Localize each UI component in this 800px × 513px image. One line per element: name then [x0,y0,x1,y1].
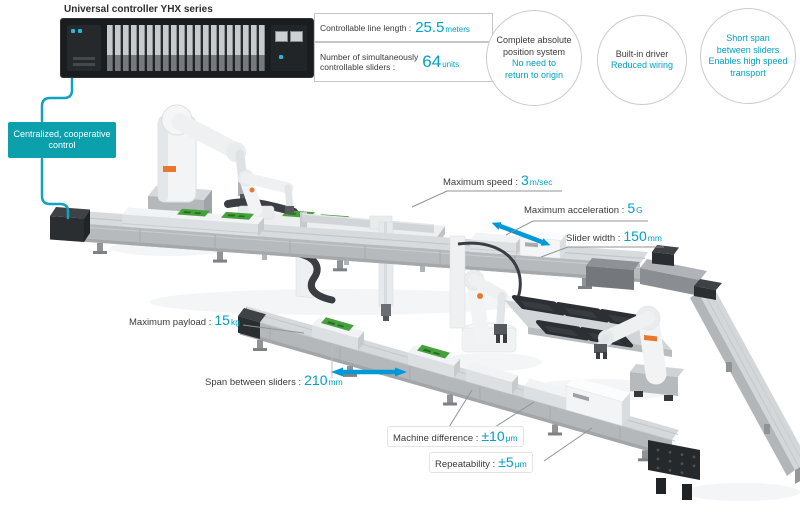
feature-text: Enables high speed [708,56,788,66]
annotation-value: 5 [627,200,636,216]
feature-circle-absolute-position: Complete absolute position system No nee… [486,10,582,106]
annotation-slider-width: Slider width : 150 mm [566,228,662,244]
spec-label-line1: Number of simultaneously [320,52,419,62]
annotation-unit: mm [328,377,343,387]
annotation-unit: mm [647,233,662,243]
spec-box-line-length: Controllable line length : 25.5 meters [314,13,493,42]
annotation-value: 15 [214,312,230,328]
annotation-span-between-sliders: Span between sliders : 210 mm [205,372,343,388]
annotation-repeatability: Repeatability : ±5 μm [429,452,533,473]
annotation-value: ±5 [498,454,514,470]
annotation-max-acceleration: Maximum acceleration : 5 G [524,200,643,216]
annotation-label: Span between sliders : [205,377,302,388]
feature-text: between sliders [716,44,780,55]
spec-label: Controllable line length : [320,22,412,33]
annotation-label: Machine difference : [393,433,479,444]
articulated-robot-small [237,169,294,220]
controller-image [60,18,314,78]
ethernet-port [290,31,303,42]
spec-value: 25.5 [415,19,445,36]
annotation-value: 210 [304,372,328,388]
status-led [279,55,283,59]
corner-bracket [648,440,700,500]
span-arrow [331,344,407,378]
annotation-label: Maximum payload : [129,317,212,328]
annotation-value: 150 [623,228,647,244]
ethernet-port [275,31,288,42]
front-rail-sliders [312,317,630,427]
vertical-robot [449,235,522,353]
annotation-machine-difference: Machine difference : ±10 μm [387,426,524,447]
left-end-unit [50,207,90,242]
feature-text: Built-in driver [615,48,669,59]
controller-driver-modules [107,25,265,71]
controller-io-module [271,25,307,71]
controller-detail [73,57,95,60]
spec-value: 64 [422,52,442,71]
controller-connector-band [107,55,265,71]
status-led [71,29,75,33]
spec-label-line2: controllable sliders : [320,62,396,72]
annotation-max-payload: Maximum payload : 15 kg [129,312,240,328]
speed-arrow [491,222,551,246]
feature-text: Reduced wiring [610,60,674,70]
control-box-line1: Centralized, cooperative [13,129,111,139]
spec-unit: meters [445,25,470,34]
feature-text: return to origin [504,69,564,80]
annotation-label: Repeatability : [435,459,496,470]
annotation-value: ±10 [481,428,505,444]
annotation-unit: kg [230,317,240,327]
centralized-control-label: Centralized, cooperative control [8,122,116,158]
feature-circle-built-in-driver: Built-in driver Reduced wiring [597,15,687,105]
feature-text: transport [730,67,766,78]
articulated-robot-right [594,305,684,401]
annotation-max-speed: Maximum speed : 3 m/sec [443,172,552,188]
feature-circle-short-span: Short span between sliders Enables high … [700,8,796,104]
annotation-label: Slider width : [566,233,621,244]
annotation-value: 3 [520,172,529,188]
controller-title: Universal controller YHX series [64,4,213,15]
leader-lines [242,190,664,462]
status-led [78,29,82,33]
annotation-unit: m/sec [529,177,553,187]
control-box-line2: control [48,140,76,150]
front-white-unit [565,376,630,427]
annotation-unit: μm [505,433,518,443]
feature-text: position system [502,46,566,57]
feature-text: Complete absolute [496,35,572,45]
controller-cpu-module [67,25,101,71]
annotation-unit: G [636,205,643,215]
annotation-label: Maximum speed : [443,177,518,188]
controller-connector-line [40,75,74,220]
spec-unit: units [442,60,460,69]
annotation-label: Maximum acceleration : [524,205,625,216]
right-conveyor-rail [690,279,800,484]
feature-text: No need to [511,58,557,68]
feature-text: Short span [726,33,770,43]
controller-detail [73,63,95,66]
spec-box-slider-count: Number of simultaneously controllable sl… [314,42,493,82]
annotation-unit: μm [514,459,527,469]
